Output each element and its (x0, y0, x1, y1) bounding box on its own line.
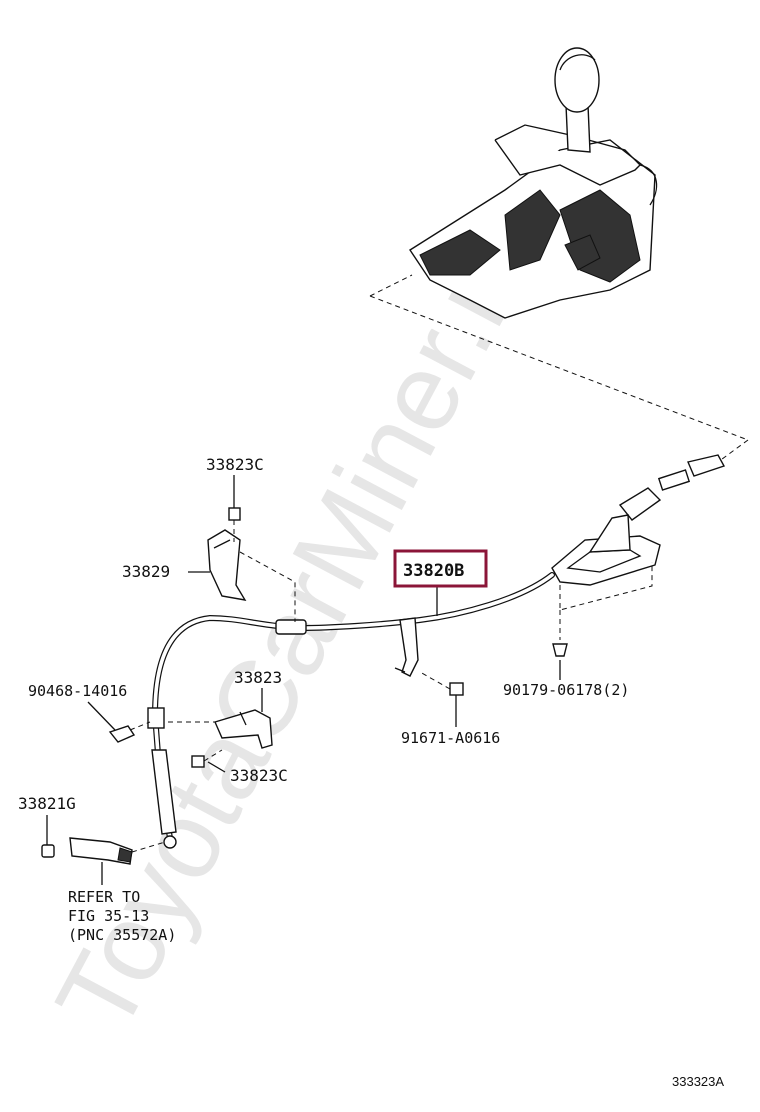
bracket-33829 (207, 529, 247, 601)
label-91671[interactable]: 91671-A0616 (401, 729, 500, 747)
leader-clip (129, 721, 151, 731)
leader-91671 (419, 671, 451, 690)
highlight-box (393, 549, 488, 588)
callout-line-90468 (87, 701, 116, 731)
label-90179[interactable]: 90179-06178(2) (503, 681, 629, 699)
leader-shifter-end (717, 439, 749, 463)
lever-end-assembly (41, 837, 133, 865)
label-33821g[interactable]: 33821G (18, 794, 76, 813)
leader-shifter-left (369, 274, 413, 297)
label-33820b[interactable]: 33820B (403, 561, 464, 581)
bolt-33823c-bottom (191, 755, 205, 768)
cable-clamp-bracket (394, 617, 419, 677)
cable-end-boot (551, 454, 726, 586)
label-33823[interactable]: 33823 (234, 668, 282, 687)
bolt-33823c-top (228, 498, 241, 521)
label-33823c-top[interactable]: 33823C (206, 455, 264, 474)
callout-line-33823c-bot (207, 761, 226, 773)
clip-90468 (108, 725, 136, 743)
refer-line-1: REFER TO (68, 888, 140, 906)
figure-id: 333323A (672, 1074, 724, 1089)
label-33823c-bottom[interactable]: 33823C (230, 766, 288, 785)
refer-line-3: (PNC 35572A) (68, 926, 176, 944)
label-90468[interactable]: 90468-14016 (28, 682, 127, 700)
label-33829[interactable]: 33829 (122, 562, 170, 581)
bracket-33823 (214, 709, 273, 749)
leader-shifter-right (369, 295, 749, 441)
shift-lever-assembly (409, 47, 658, 319)
control-cable (147, 572, 555, 849)
nut-90179 (552, 643, 568, 657)
leader-boot-nuts (559, 562, 653, 611)
refer-line-2: FIG 35-13 (68, 907, 149, 925)
bolt-91671 (449, 682, 464, 696)
leader-33829 (239, 551, 296, 622)
leader-lever-end (131, 841, 166, 853)
leader-bolt-bottom (203, 749, 223, 762)
